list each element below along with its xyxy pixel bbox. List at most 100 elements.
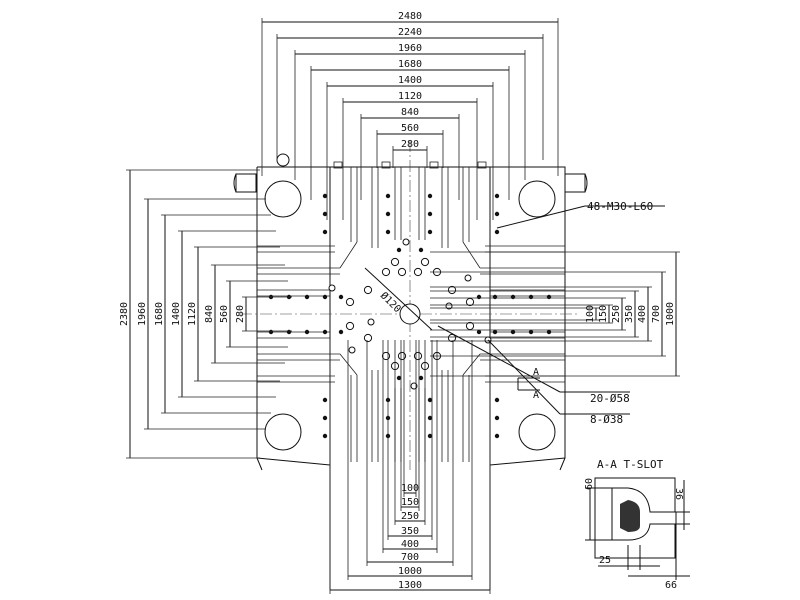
bottom-dim-label: 100 <box>401 483 419 494</box>
tapped-hole <box>418 375 424 381</box>
tapped-hole <box>322 415 328 421</box>
tslot-dim-36: 36 <box>673 488 684 500</box>
callout-holes-38: 8-Ø38 <box>590 413 623 426</box>
tapped-hole <box>476 294 482 300</box>
tapped-hole <box>322 229 328 235</box>
left-dim-label: 1120 <box>187 302 198 326</box>
tapped-hole <box>546 294 552 300</box>
left-dim-label: 1680 <box>154 302 165 326</box>
tapped-hole <box>492 329 498 335</box>
bottom-dim-label: 350 <box>401 526 419 537</box>
left-dim-label: 1960 <box>137 302 148 326</box>
right-dim-label: 100 <box>585 305 596 323</box>
right-dim-label: 400 <box>637 305 648 323</box>
left-dim-label: 840 <box>204 305 215 323</box>
tapped-hole <box>322 397 328 403</box>
tslot-title: A-A T-SLOT <box>597 458 664 471</box>
top-dim-label: 1680 <box>398 59 422 70</box>
tapped-hole <box>427 415 433 421</box>
center-hole <box>399 303 421 325</box>
center-hole-leader <box>364 267 433 331</box>
right-dim-label: 250 <box>611 305 622 323</box>
left-dim-label: 280 <box>235 305 246 323</box>
hole-38 <box>348 346 356 354</box>
hole-38 <box>445 302 453 310</box>
hole-38 <box>464 274 472 282</box>
hole-38 <box>402 238 410 246</box>
tapped-hole <box>427 229 433 235</box>
tapped-hole <box>494 433 500 439</box>
tapped-hole <box>528 329 534 335</box>
top-dim-label: 1400 <box>398 75 422 86</box>
tapped-hole <box>338 294 344 300</box>
hole-58 <box>413 351 423 361</box>
tapped-hole <box>286 329 292 335</box>
hole-58 <box>465 321 475 331</box>
tapped-hole <box>510 329 516 335</box>
hole-58 <box>363 285 373 295</box>
tapped-hole <box>510 294 516 300</box>
hole-58 <box>420 257 430 267</box>
tapped-hole <box>494 193 500 199</box>
tapped-hole <box>476 329 482 335</box>
tapped-hole <box>528 294 534 300</box>
right-dim-label: 1000 <box>665 302 676 326</box>
tapped-hole <box>492 294 498 300</box>
tslot-detail: A-A T-SLOT 60 36 25 66 <box>584 458 690 591</box>
bottom-dim-label: 1000 <box>398 566 422 577</box>
section-mark-bottom: A <box>533 390 539 401</box>
top-dim-label: 1960 <box>398 43 422 54</box>
top-dim-label: 560 <box>401 123 419 134</box>
tapped-hole <box>396 247 402 253</box>
tapped-hole <box>546 329 552 335</box>
hole-58 <box>345 321 355 331</box>
tapped-hole <box>322 193 328 199</box>
hole-58 <box>413 267 423 277</box>
hole-58 <box>381 267 391 277</box>
tapped-hole <box>268 329 274 335</box>
tapped-hole <box>338 329 344 335</box>
hole-58 <box>465 297 475 307</box>
top-dim-label: 1120 <box>398 91 422 102</box>
bottom-dim-label: 1300 <box>398 580 422 591</box>
tie-bar-holes <box>233 153 588 451</box>
tslot-dim-66: 66 <box>665 580 677 591</box>
tapped-hole <box>494 211 500 217</box>
top-dim-label: 280 <box>401 139 419 150</box>
bottom-dim-label: 700 <box>401 552 419 563</box>
tslot-dim-25: 25 <box>599 555 611 566</box>
callout-holes-58: 20-Ø58 <box>590 392 630 405</box>
tapped-hole <box>427 433 433 439</box>
tapped-hole <box>322 211 328 217</box>
bottom-dim-label: 400 <box>401 539 419 550</box>
hole-58 <box>447 285 457 295</box>
hole-58 <box>390 257 400 267</box>
hole-38 <box>367 318 375 326</box>
right-dim-label: 350 <box>624 305 635 323</box>
tapped-hole <box>385 229 391 235</box>
hole-58 <box>381 351 391 361</box>
tapped-hole <box>427 211 433 217</box>
top-dim-label: 2480 <box>398 11 422 22</box>
tapped-hole <box>427 193 433 199</box>
hole-38 <box>328 284 336 292</box>
tapped-hole <box>494 229 500 235</box>
tapped-hole <box>494 397 500 403</box>
tapped-hole <box>322 433 328 439</box>
tapped-hole <box>304 329 310 335</box>
section-mark-top: A <box>533 367 539 378</box>
hole-38 <box>410 382 418 390</box>
tslot-dim-60: 60 <box>584 478 595 490</box>
tapped-hole <box>494 415 500 421</box>
callouts: 48-M30-L60 20-Ø58 8-Ø38 A A <box>437 200 665 426</box>
center-hole-label: Ø120 <box>378 290 404 316</box>
callout-tapped-holes: 48-M30-L60 <box>587 200 653 213</box>
right-dim-label: 150 <box>598 305 609 323</box>
hole-58 <box>397 351 407 361</box>
